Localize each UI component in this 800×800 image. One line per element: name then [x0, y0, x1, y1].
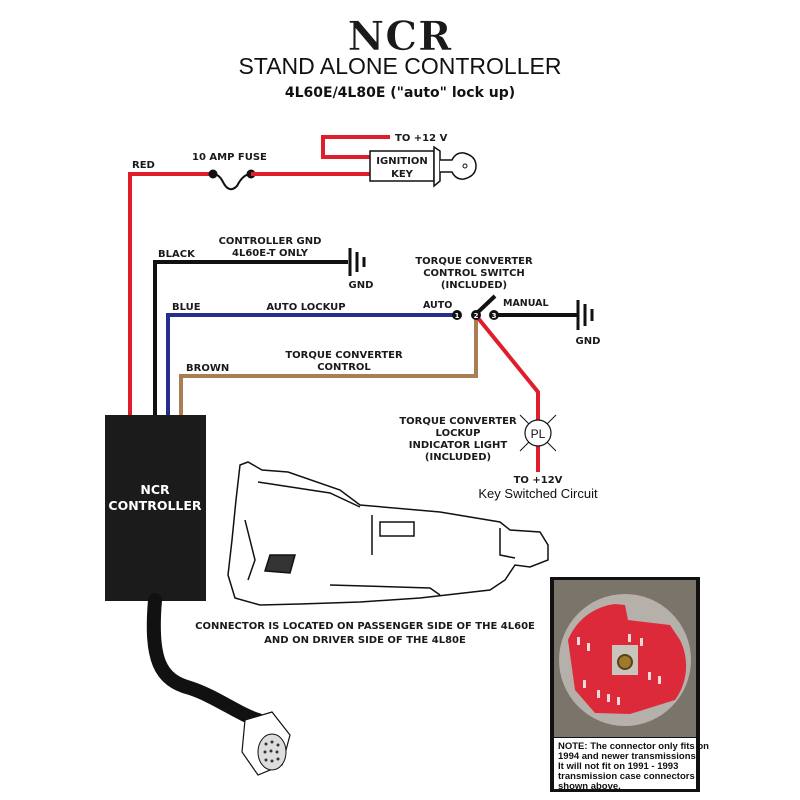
connector-photo-inset: NOTE: The connector only fits on 1994 an… [550, 577, 709, 792]
to-12v-top-label: TO +12 V [395, 133, 448, 144]
tc-control-label-1: TORQUE CONVERTER [285, 350, 403, 361]
page-title: STAND ALONE CONTROLLER [239, 53, 562, 79]
torque-converter-switch: 1 2 3 [452, 294, 499, 320]
controller-gnd-label-2: 4L60E-T ONLY [232, 248, 309, 259]
harness-connector-icon [241, 711, 291, 776]
controller-label-1: NCR [140, 482, 170, 497]
ground-symbol-1 [348, 248, 366, 276]
gnd-label-1: GND [349, 280, 374, 291]
controller-harness-cable [146, 593, 265, 727]
light-label-1: TORQUE CONVERTER [399, 416, 517, 427]
light-label-3: INDICATOR LIGHT [409, 440, 508, 451]
pin-2-label: 2 [474, 312, 479, 320]
photo-center-bolt [617, 654, 633, 670]
red-wire [128, 172, 213, 415]
red-wire-label: RED [132, 160, 155, 171]
light-symbol-label: PL [531, 427, 546, 441]
light-label-4: (INCLUDED) [425, 452, 491, 463]
brown-wire-label: BROWN [186, 363, 229, 374]
auto-label: AUTO [423, 300, 452, 311]
connector-note-line-1: CONNECTOR IS LOCATED ON PASSENGER SIDE O… [195, 621, 535, 632]
photo-note-box [554, 738, 696, 789]
ground-symbol-2 [576, 300, 594, 330]
ncr-controller-box [105, 415, 206, 601]
switch-label-1: TORQUE CONVERTER [415, 256, 533, 267]
key-switched-label: Key Switched Circuit [478, 486, 598, 501]
switch-label-3: (INCLUDED) [441, 280, 507, 291]
light-bulb-icon [524, 419, 552, 447]
switch-pin-3 [489, 310, 499, 320]
manual-label: MANUAL [503, 298, 549, 309]
key-hole-icon [462, 163, 468, 169]
switch-pin-2 [471, 310, 481, 320]
pin-3-label: 3 [492, 312, 497, 320]
fuse-label: 10 AMP FUSE [192, 152, 267, 163]
red-wire-to-light [476, 316, 540, 420]
ignition-key: IGNITION KEY [369, 145, 477, 188]
transmission-illustration [227, 461, 549, 606]
tc-control-label-2: CONTROL [317, 362, 371, 373]
black-wire-label: BLACK [158, 249, 196, 260]
ignition-key-body [369, 150, 435, 182]
auto-lockup-label: AUTO LOCKUP [266, 302, 345, 313]
pin-1-label: 1 [455, 312, 460, 320]
ignition-label-1: IGNITION [376, 156, 427, 167]
light-label-2: LOCKUP [436, 428, 481, 439]
ignition-label-2: KEY [391, 169, 414, 180]
photo-note-line-1: NOTE: The connector only fits on [558, 741, 709, 752]
blue-wire-label: BLUE [172, 302, 201, 313]
to-12v-bottom-label: TO +12V [514, 475, 563, 486]
fuse-symbol [212, 173, 252, 191]
red-wire-to-12v [321, 135, 390, 159]
indicator-light: PL [519, 414, 557, 452]
controller-label-2: CONTROLLER [108, 498, 202, 513]
photo-note-line-5: shown above. [558, 781, 621, 792]
photo-note-line-2: 1994 and newer transmissions! [558, 751, 699, 762]
controller-gnd-label-1: CONTROLLER GND [219, 236, 322, 247]
photo-note-line-3: It will not fit on 1991 - 1993 [558, 761, 678, 772]
fuse-terminal-left [208, 169, 218, 179]
page-subtitle: 4L60E/4L80E ("auto" lock up) [285, 85, 515, 101]
brown-wire [179, 316, 478, 415]
brand-logo: NCR [348, 13, 453, 60]
key-icon [440, 152, 477, 180]
gnd-label-2: GND [576, 336, 601, 347]
connector-note-line-2: AND ON DRIVER SIDE OF THE 4L80E [264, 635, 466, 646]
photo-note-line-4: transmission case connectors [558, 771, 695, 782]
blue-wire [166, 313, 455, 415]
black-wire [153, 260, 348, 415]
switch-pin-1 [452, 310, 462, 320]
switch-label-2: CONTROL SWITCH [423, 268, 525, 279]
switch-lever-icon [474, 294, 497, 316]
ignition-key-flange [433, 145, 441, 188]
